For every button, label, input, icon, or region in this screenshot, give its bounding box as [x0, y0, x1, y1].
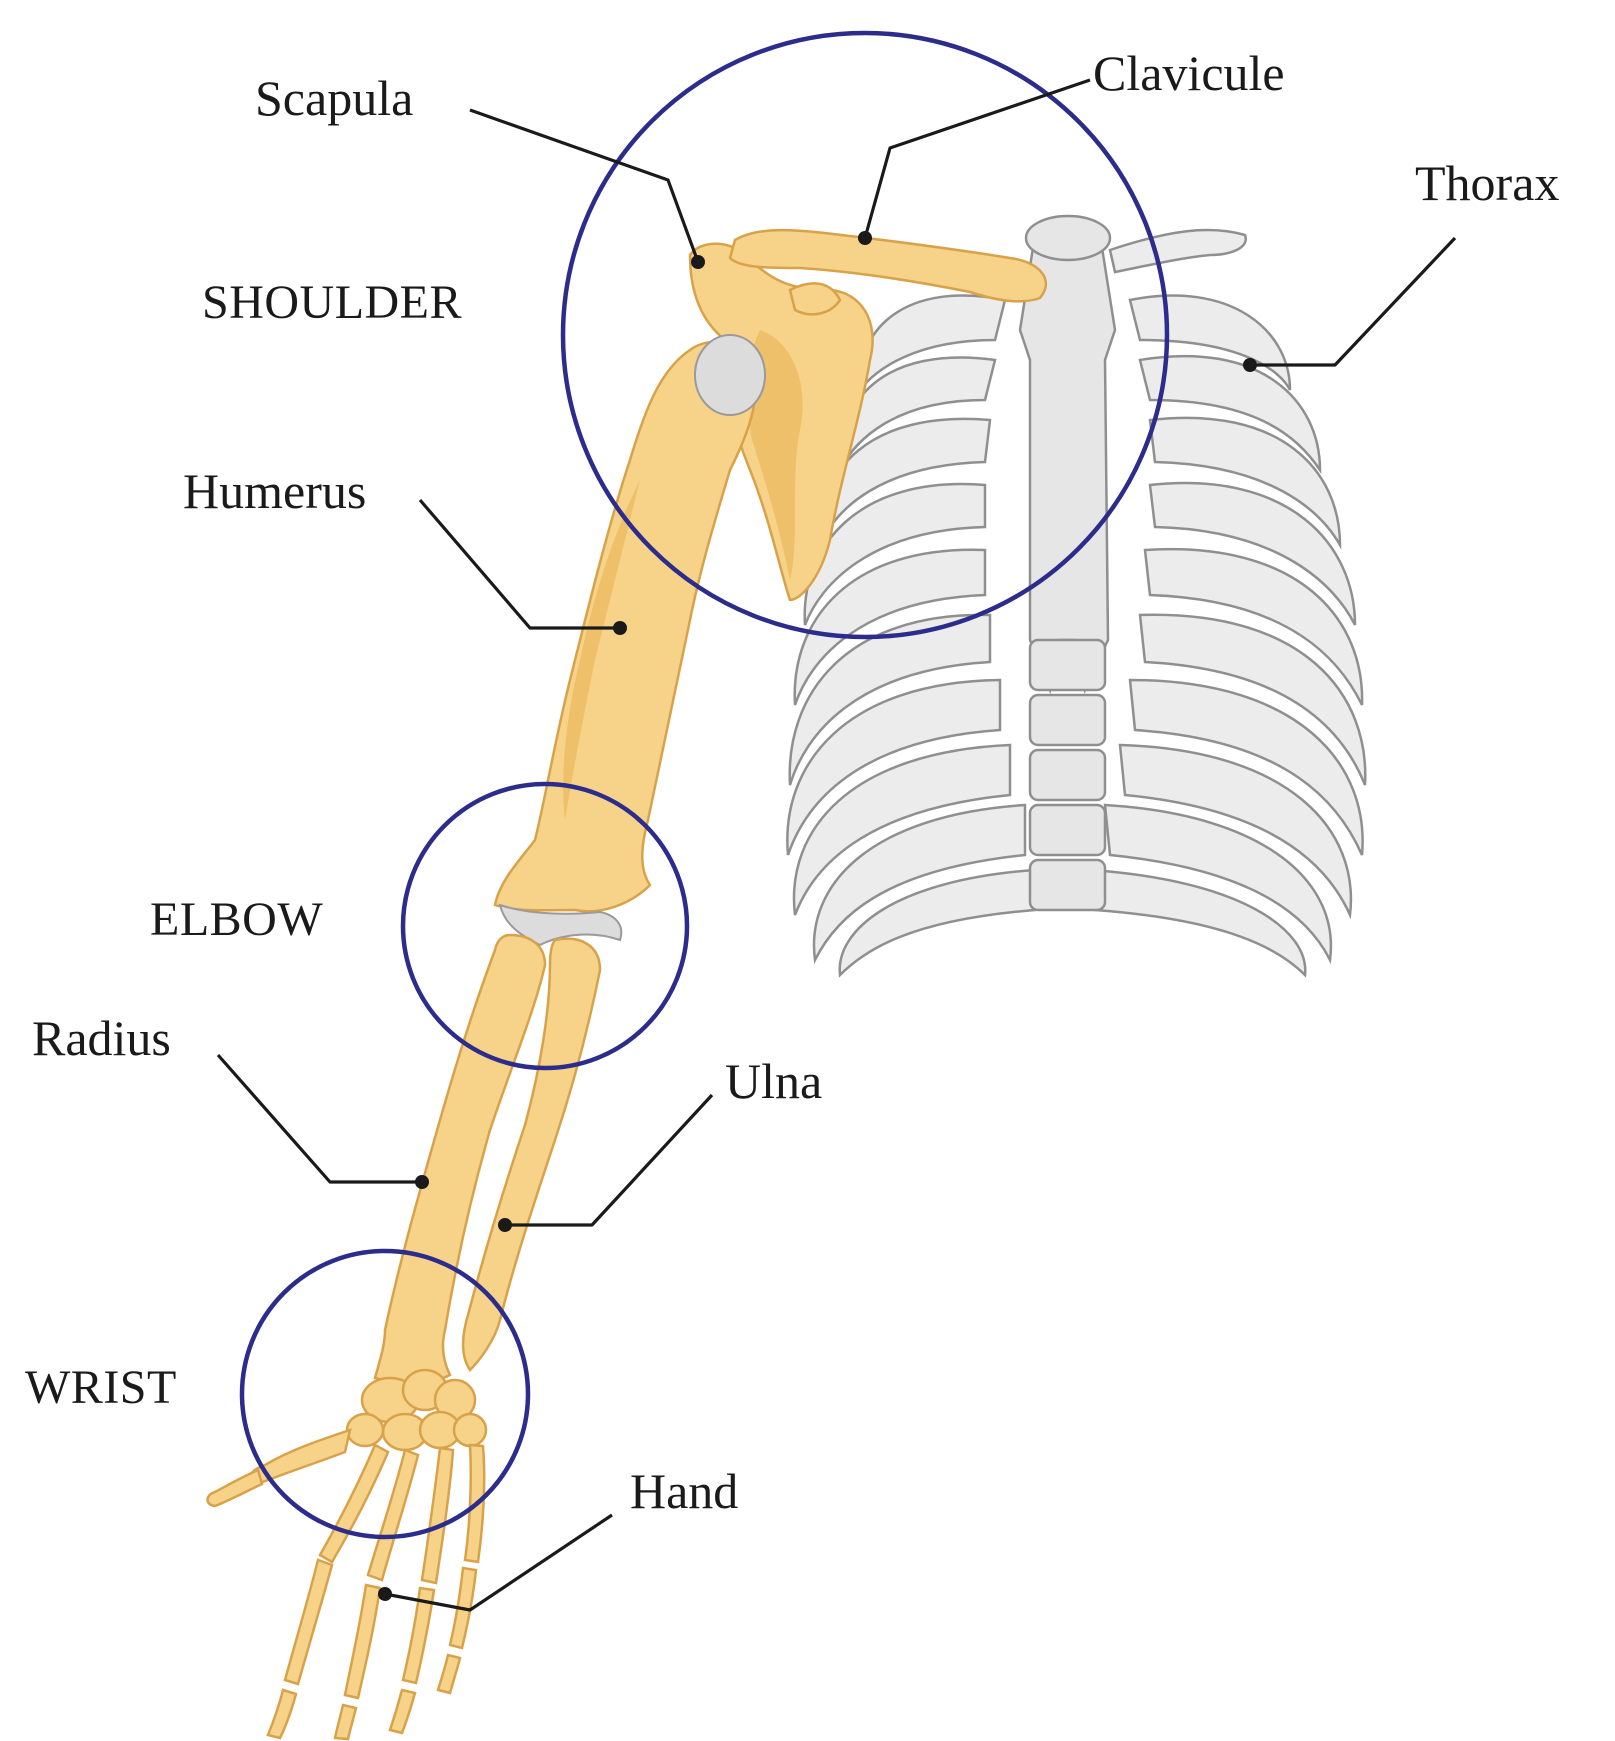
label-radius: Radius [32, 1010, 171, 1066]
label-shoulder: SHOULDER [202, 276, 462, 329]
label-ulna: Ulna [725, 1053, 822, 1109]
leader-lines [216, 78, 1457, 1612]
scapula-leader [469, 108, 700, 263]
shoulder-ring [560, 30, 1170, 640]
label-humerus: Humerus [183, 463, 366, 519]
clavicule-leader [863, 78, 1091, 239]
forearm-illustration [373, 933, 602, 1385]
label-thorax: Thorax [1415, 155, 1559, 211]
radius-leader [216, 1053, 422, 1184]
label-clavicule: Clavicule [1093, 45, 1285, 101]
sternum [1018, 233, 1117, 695]
right-ribs [1088, 294, 1367, 978]
thorax-leader [1250, 236, 1457, 367]
humerus-illustration [493, 334, 766, 947]
label-hand: Hand [630, 1463, 738, 1519]
left-ribs [786, 294, 1037, 978]
hand-leader [384, 1513, 613, 1612]
label-wrist: WRIST [25, 1361, 177, 1414]
wrist-ring [239, 1248, 531, 1540]
hand-illustration [206, 1368, 488, 1741]
spine [1028, 638, 1107, 912]
label-scapula: Scapula [255, 70, 413, 126]
thorax-illustration [786, 214, 1367, 978]
label-elbow: ELBOW [150, 893, 323, 946]
humerus-leader [418, 498, 620, 630]
elbow-ring [400, 781, 690, 1071]
ulna-leader [505, 1093, 714, 1227]
labels: Scapula Clavicule Thorax SHOULDER Humeru… [25, 45, 1559, 1519]
clavicle-illustration [728, 228, 1047, 303]
